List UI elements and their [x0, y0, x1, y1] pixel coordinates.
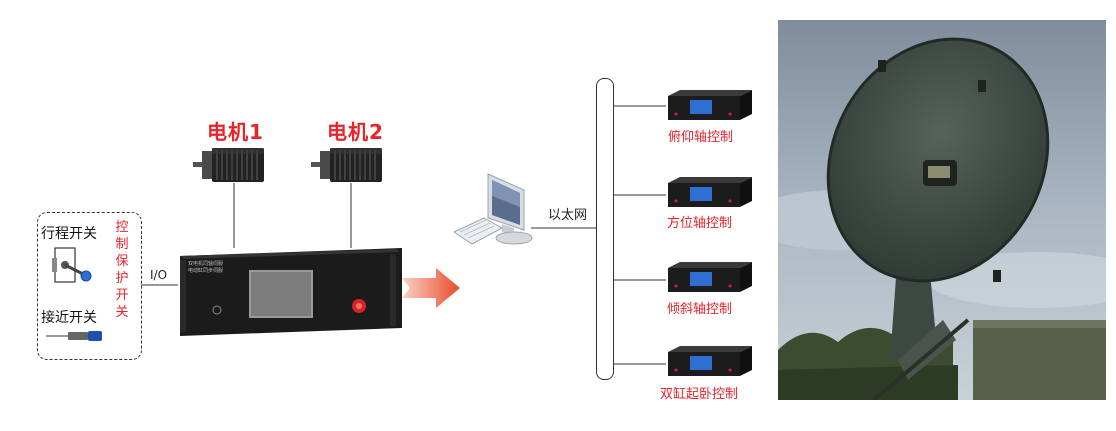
protection-label: 控 制 保 护 开 关	[115, 219, 129, 321]
radar-photo-image	[778, 20, 1106, 400]
protection-label-char: 护	[115, 271, 129, 286]
controller-1-label: 俯仰轴控制	[668, 130, 734, 145]
controller-4-label: 双缸起卧控制	[660, 387, 739, 402]
proximity-switch-icon	[46, 331, 102, 341]
motor-2-icon	[311, 148, 382, 182]
ethernet-bus	[596, 78, 614, 380]
controller-box-shape	[180, 248, 402, 336]
controller-device-4-icon	[668, 346, 752, 376]
protection-label-char: 关	[115, 305, 129, 320]
limit-switch-label: 行程开关	[41, 226, 97, 242]
motor-1-icon	[193, 148, 264, 182]
proximity-switch-label: 接近开关	[41, 310, 97, 326]
protection-label-char: 保	[115, 254, 129, 269]
controller-box-title-1: 双电机同轴伺服	[188, 261, 224, 267]
motor-1-label: 电机1	[207, 120, 264, 144]
controller-3-label: 倾斜轴控制	[667, 302, 733, 317]
ethernet-label: 以太网	[548, 208, 588, 223]
controller-device-2-icon	[668, 177, 752, 207]
controller-box: 双电机同轴伺服 电动缸同步伺服	[176, 248, 402, 336]
protection-label-char: 开	[115, 288, 129, 303]
arrow-icon	[402, 268, 460, 308]
controller-device-3-icon	[668, 262, 752, 292]
controller-box-title-2: 电动缸同步伺服	[188, 268, 224, 274]
switch-group-box	[37, 212, 142, 360]
controller-2-label: 方位轴控制	[667, 216, 733, 231]
radar-photo	[778, 20, 1106, 400]
io-label: I/O	[150, 268, 168, 282]
limit-switch-icon	[52, 247, 92, 283]
motor-2-label: 电机2	[327, 120, 384, 144]
protection-label-char: 制	[115, 237, 129, 252]
protection-label-char: 控	[115, 220, 129, 235]
controller-device-1-icon	[668, 90, 752, 120]
computer-icon	[452, 173, 533, 245]
